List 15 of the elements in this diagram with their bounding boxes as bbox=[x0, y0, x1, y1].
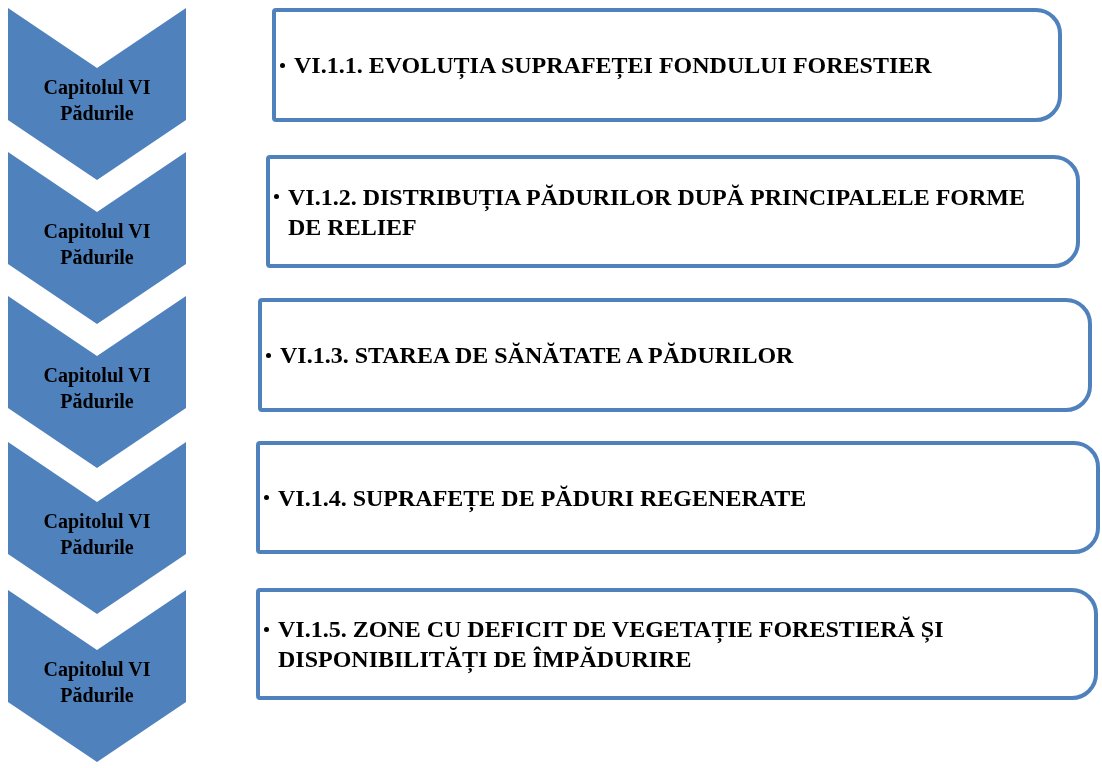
heading-text: VI.1.3. STAREA DE SĂNĂTATE A PĂDURILOR bbox=[280, 341, 794, 370]
heading-text: VI.1.1. EVOLUȚIA SUPRAFEȚEI FONDULUI FORESTIER bbox=[294, 51, 932, 80]
text-box bbox=[258, 298, 1092, 412]
chevron-label: Capitolul VI Pădurile bbox=[42, 75, 152, 126]
text-box bbox=[266, 155, 1080, 268]
heading-text: VI.1.4. SUPRAFEȚE DE PĂDURI REGENERATE bbox=[278, 483, 807, 513]
chevron-label: Capitolul VI Pădurile bbox=[42, 363, 152, 414]
chevron-label: Capitolul VI Pădurile bbox=[42, 509, 152, 560]
text-box bbox=[256, 441, 1100, 554]
heading-text: VI.1.2. DISTRIBUȚIA PĂDURILOR DUPĂ PRINCIPALELE FORME DE RELIEF bbox=[288, 182, 1026, 242]
heading-text: VI.1.5. ZONE CU DEFICIT DE VEGETAȚIE FORESTIERĂ ȘI DISPONIBILITĂȚI DE ÎMPĂDURIRE bbox=[278, 615, 945, 674]
text-box bbox=[272, 8, 1062, 122]
chevron-label: Capitolul VI Pădurile bbox=[42, 657, 152, 708]
text-box bbox=[256, 588, 1098, 700]
chevron-label: Capitolul VI Pădurile bbox=[42, 219, 152, 270]
